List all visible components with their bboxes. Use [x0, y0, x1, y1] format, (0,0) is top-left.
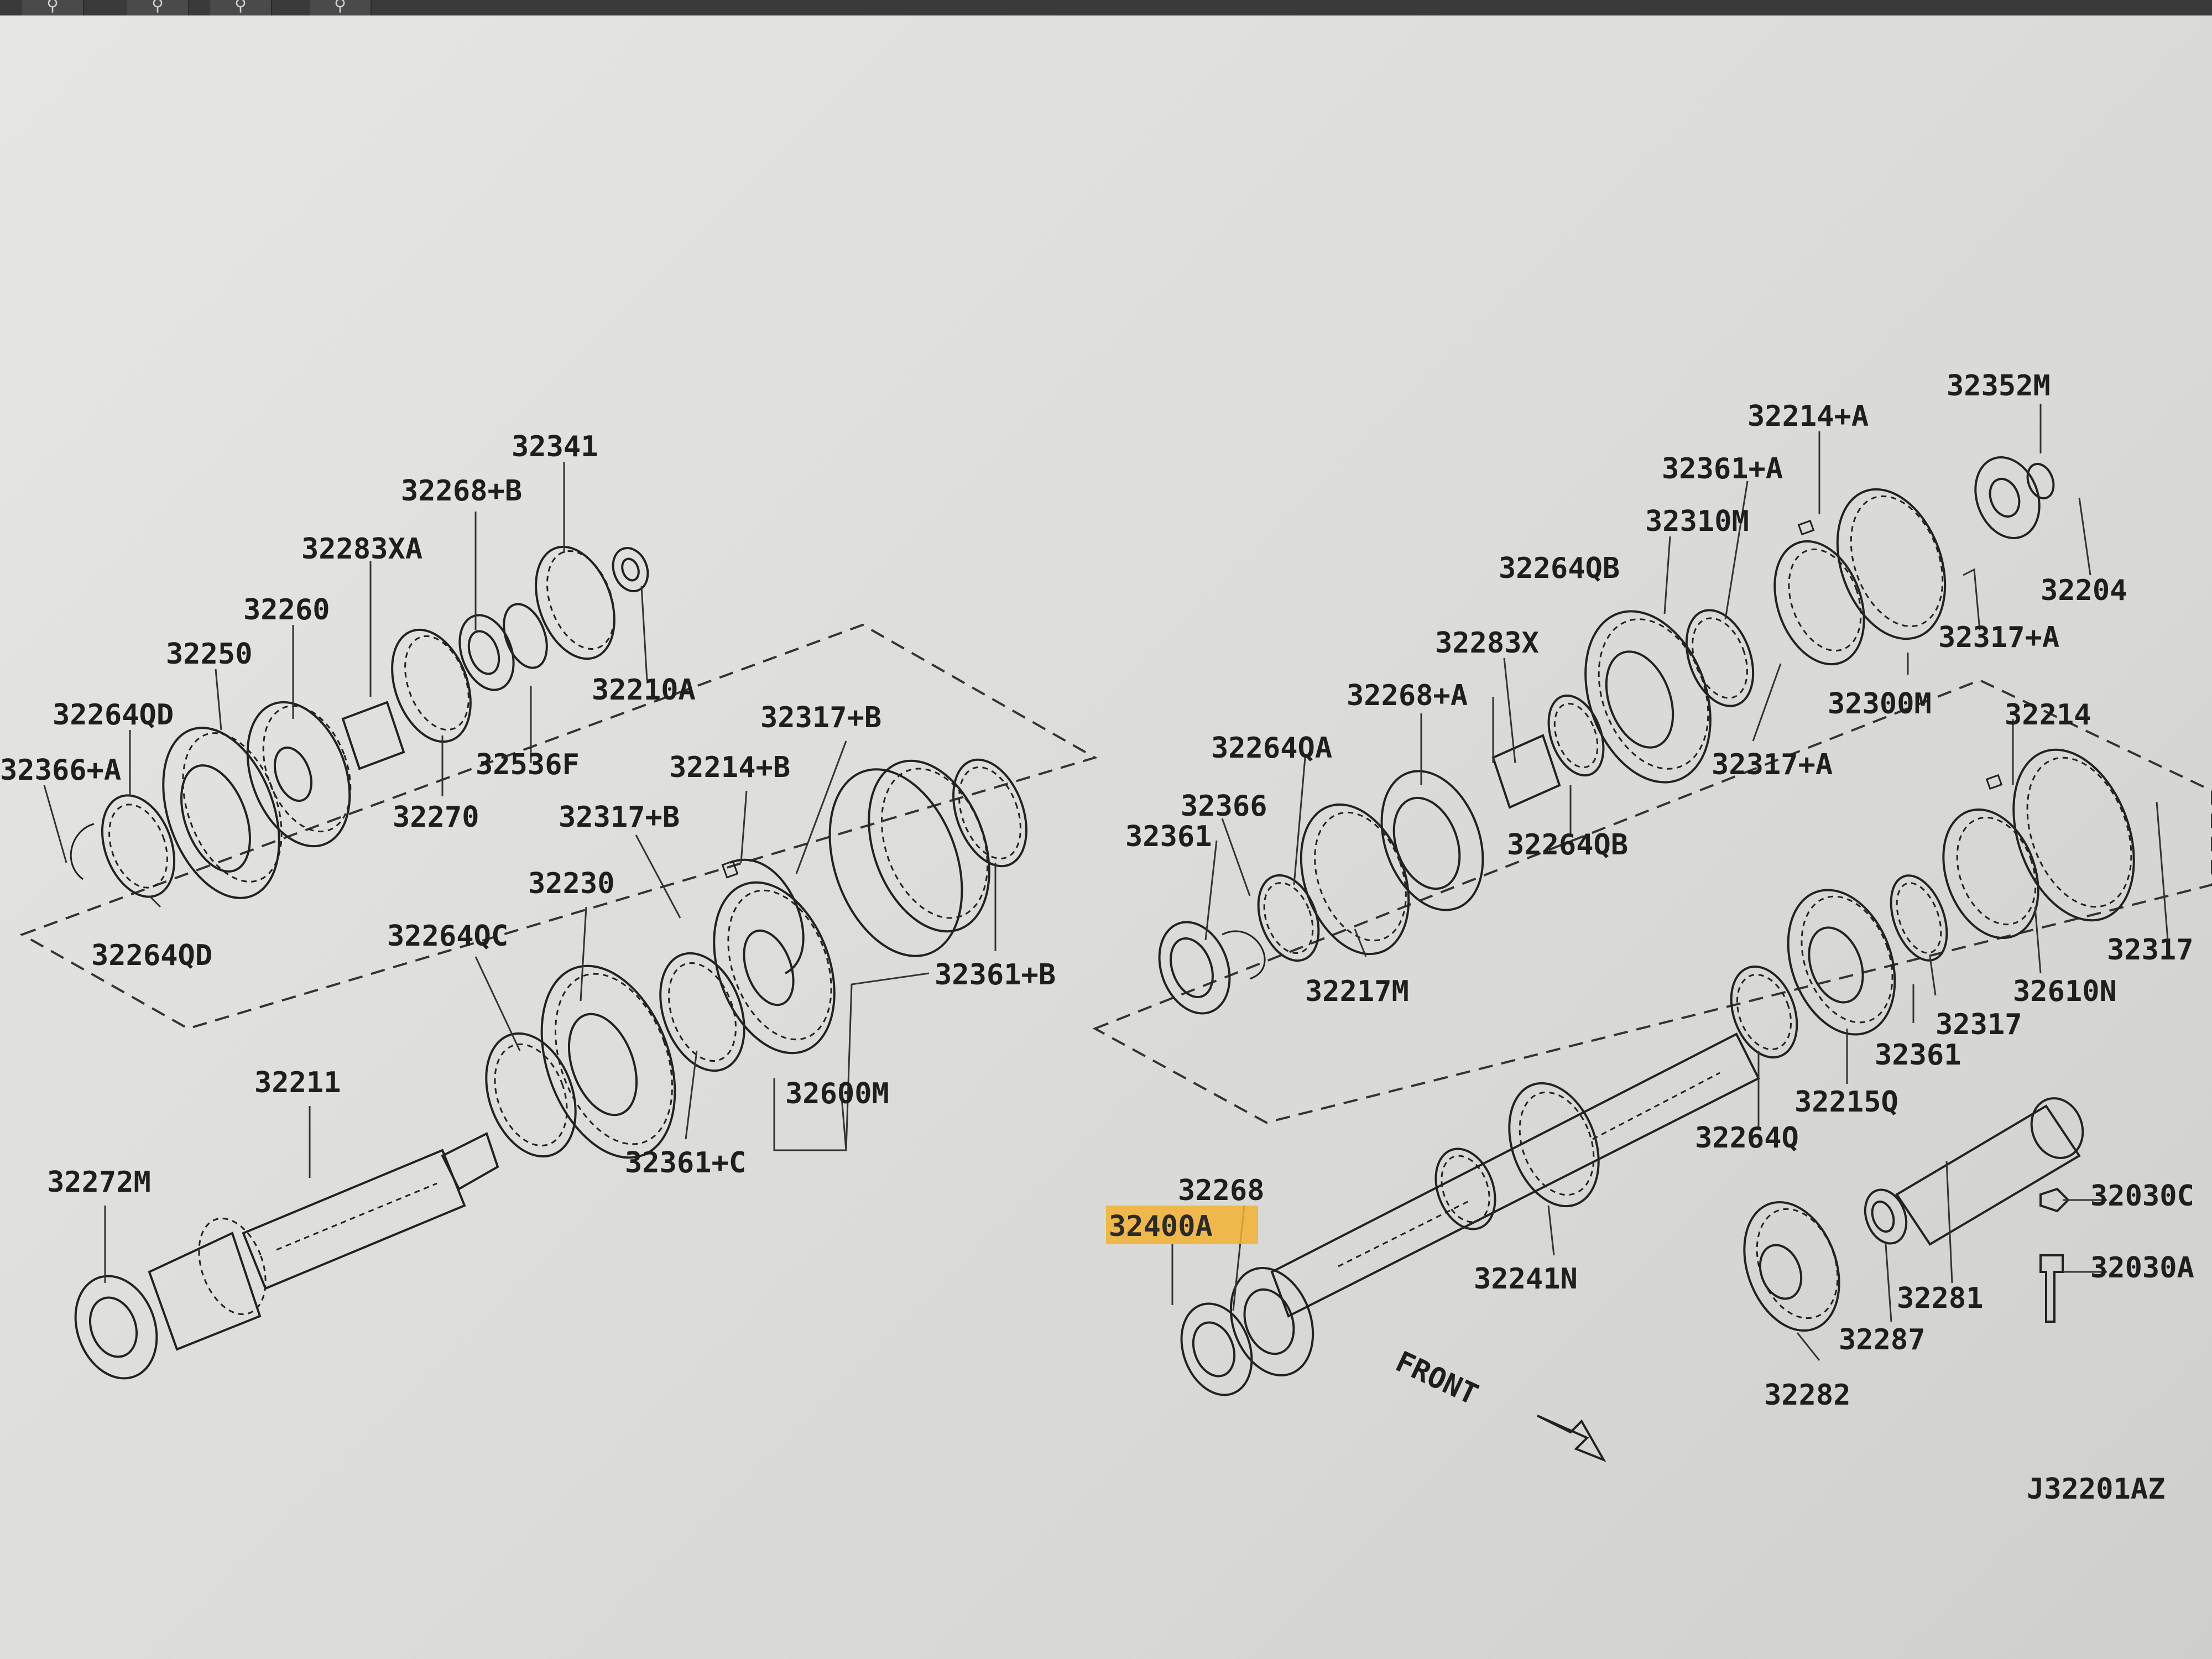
part-label[interactable]: 32282	[1764, 1379, 1851, 1412]
part-label[interactable]: 32268+B	[401, 474, 522, 508]
part-label[interactable]: 32361+C	[625, 1146, 746, 1180]
highlight-marker	[1106, 1206, 1258, 1244]
diagram-code: J32201AZ	[2027, 1473, 2165, 1506]
part-label[interactable]: 32211	[254, 1066, 341, 1099]
part-label[interactable]: 32214+A	[1747, 400, 1869, 433]
part-label[interactable]: 32264QB	[1507, 828, 1628, 862]
part-label[interactable]: 32366	[1181, 790, 1267, 823]
part-label[interactable]: 32272M	[47, 1166, 151, 1199]
part-label[interactable]: 32268+A	[1347, 679, 1468, 712]
left-upper-gear-group	[70, 545, 649, 899]
subassembly-box-right	[1092, 679, 2212, 1124]
left-main-shaft-group	[74, 964, 676, 1380]
part-label[interactable]: 32217M	[1305, 975, 1409, 1008]
front-label: FRONT	[1391, 1345, 1483, 1412]
part-label[interactable]: 32317+B	[559, 801, 680, 834]
part-label[interactable]: 32281	[1897, 1282, 1984, 1315]
part-label[interactable]: 32600M	[785, 1077, 889, 1110]
part-label[interactable]: 32268	[1178, 1174, 1265, 1207]
part-label[interactable]: 32361+A	[1662, 452, 1783, 486]
right-countershaft-group	[1180, 748, 2135, 1396]
front-direction-arrow	[1537, 1415, 1606, 1462]
part-label[interactable]: 32241N	[1474, 1262, 1578, 1296]
part-label[interactable]: 32317+A	[1712, 748, 1833, 781]
part-label[interactable]: 32230	[528, 867, 615, 900]
part-label[interactable]: 32610N	[2013, 975, 2117, 1008]
part-label[interactable]: 32287	[1839, 1323, 1926, 1357]
part-label[interactable]: 32260	[243, 593, 330, 627]
highlighted-part-label[interactable]: 32400A	[1109, 1210, 1213, 1243]
part-label[interactable]: 32310M	[1645, 505, 1749, 538]
left-middle-synchro-group	[659, 758, 1027, 1072]
part-label[interactable]: 32300M	[1828, 687, 1932, 721]
part-label[interactable]: 32264QD	[53, 698, 174, 732]
part-label[interactable]: 32204	[2041, 574, 2127, 607]
part-label[interactable]: 32283X	[1435, 627, 1539, 660]
part-label[interactable]: 32030A	[2090, 1251, 2194, 1285]
part-label[interactable]: 32264QD	[91, 939, 212, 972]
part-label[interactable]: 32215Q	[1794, 1086, 1898, 1119]
part-label[interactable]: 32361	[1875, 1039, 1961, 1072]
part-label[interactable]: 32264QB	[1499, 552, 1620, 585]
zoom-out-icon[interactable]: ⚲	[22, 0, 84, 15]
part-label[interactable]: 32317	[2107, 933, 2194, 967]
part-labels: 32341 32268+B 32283XA 32260 32250 32264Q…	[0, 369, 2194, 1506]
leader-lines	[43, 404, 2169, 1361]
reverse-idler-group	[1743, 1097, 2084, 1332]
part-label[interactable]: 32317+B	[760, 701, 881, 734]
diagram-canvas	[0, 15, 2212, 1659]
subassembly-box-left	[19, 623, 1098, 1030]
part-label[interactable]: 32210A	[592, 674, 696, 707]
part-label[interactable]: 32214+B	[669, 751, 790, 784]
part-label[interactable]: 32030C	[2090, 1180, 2194, 1213]
right-upper-gear-group	[1491, 456, 2055, 809]
part-label[interactable]: 32264QC	[387, 920, 508, 953]
part-label[interactable]: 32283XA	[301, 533, 422, 566]
viewer-toolbar: ⚲ ⚲ ⚲ ⚲	[0, 0, 2212, 15]
part-label[interactable]: 32536F	[476, 748, 580, 781]
part-label[interactable]: 32264QA	[1211, 732, 1332, 765]
right-middle-synchro-group	[1158, 770, 1484, 1015]
zoom-fit-icon[interactable]: ⚲	[210, 0, 272, 15]
zoom-reset-icon[interactable]: ⚲	[310, 0, 372, 15]
part-label[interactable]: 32361	[1125, 820, 1212, 853]
part-label[interactable]: 32361+B	[935, 958, 1056, 992]
part-label[interactable]: 32366+A	[0, 754, 121, 787]
part-label[interactable]: 32352M	[1947, 369, 2051, 403]
part-label[interactable]: 32341	[512, 430, 598, 463]
part-label[interactable]: 32270	[393, 801, 479, 834]
part-label[interactable]: 32250	[166, 638, 253, 671]
part-label[interactable]: 32317+A	[1938, 621, 2059, 654]
zoom-in-icon[interactable]: ⚲	[127, 0, 189, 15]
part-label[interactable]: 32317	[1936, 1008, 2022, 1041]
part-label[interactable]: 32214	[2005, 698, 2091, 732]
part-label[interactable]: 32264Q	[1695, 1121, 1799, 1155]
